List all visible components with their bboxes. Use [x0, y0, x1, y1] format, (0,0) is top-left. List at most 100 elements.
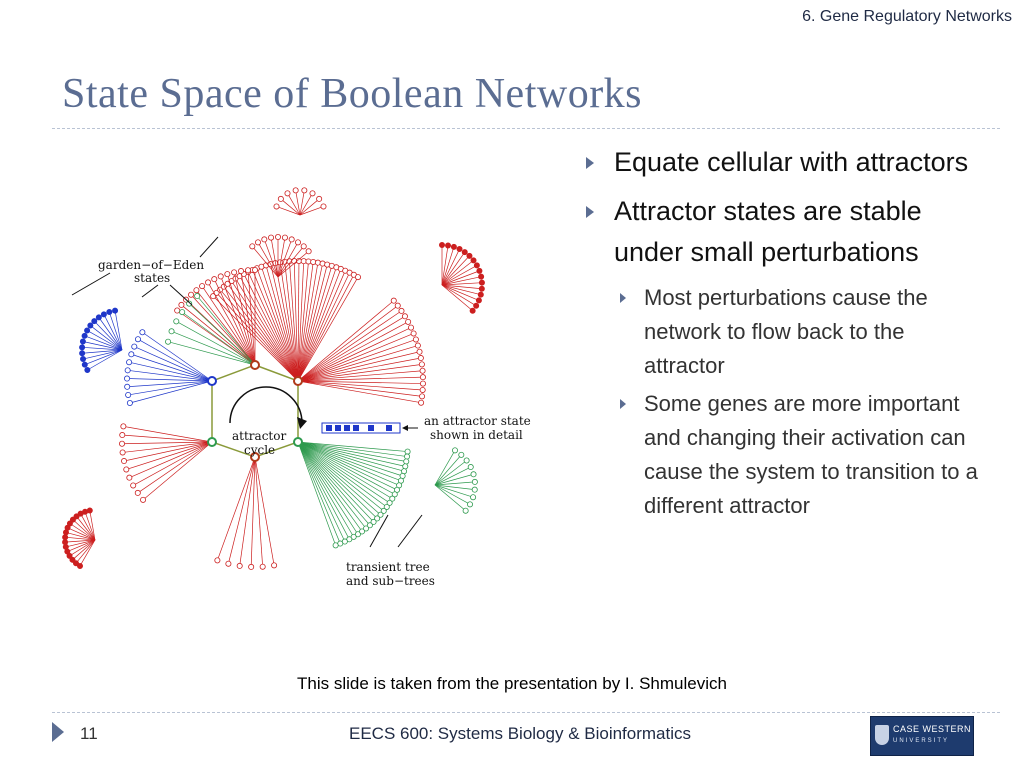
state-node	[134, 336, 141, 343]
transition-edge	[297, 441, 378, 519]
state-node	[231, 269, 238, 276]
transition-edge	[434, 484, 475, 490]
state-node	[119, 432, 126, 439]
transition-edge	[297, 441, 403, 477]
state-node	[469, 307, 476, 314]
state-node	[95, 314, 102, 321]
transition-edge	[434, 460, 467, 486]
transition-edge	[82, 346, 123, 351]
state-node	[84, 366, 91, 373]
state-node	[124, 367, 131, 374]
state-node	[402, 463, 409, 470]
transition-edge	[297, 441, 381, 516]
transition-edge	[82, 341, 123, 351]
state-node	[69, 516, 76, 523]
state-node	[305, 248, 312, 255]
transition-edge	[297, 310, 402, 382]
transition-edge	[299, 206, 324, 216]
transition-edge	[98, 317, 123, 351]
transition-edge	[297, 264, 328, 382]
state-node	[236, 562, 243, 569]
transition-edge	[441, 284, 473, 311]
state-node	[467, 464, 474, 471]
state-node	[284, 190, 291, 197]
transition-edge	[280, 198, 301, 216]
state-node	[178, 301, 185, 308]
transition-edge	[201, 285, 256, 366]
transition-edge	[297, 441, 371, 526]
transition-edge	[227, 283, 299, 382]
state-node	[261, 236, 268, 243]
transition-edge	[277, 246, 304, 278]
state-space-diagram: garden−of−Eden states attractor cycle an…	[50, 185, 550, 610]
footer-divider	[52, 712, 1000, 713]
transition-edge	[103, 314, 123, 351]
state-node	[419, 393, 426, 400]
transition-edge	[297, 376, 423, 382]
transition-edge	[284, 261, 299, 382]
state-node	[292, 187, 299, 194]
transition-edge	[299, 190, 305, 216]
state-node	[134, 489, 141, 496]
bullet-text: Attractor states are stable under small …	[614, 196, 922, 267]
state-node	[363, 525, 370, 532]
transition-edge	[94, 320, 123, 351]
state-node	[62, 534, 69, 541]
transient-tree-label-line2: and sub−trees	[346, 574, 435, 588]
transition-edge	[441, 276, 482, 286]
transition-edge	[171, 330, 256, 366]
transition-edge	[86, 330, 123, 351]
transition-edge	[265, 265, 299, 382]
state-node	[273, 203, 280, 210]
garden-of-eden-label-line1: garden−of−Eden	[98, 258, 204, 272]
transition-edge	[441, 265, 478, 286]
logo-text-line1: CASE WESTERN RESERVE	[893, 724, 1021, 734]
transition-edge	[441, 248, 460, 286]
state-node	[288, 236, 295, 243]
state-node	[401, 313, 408, 320]
state-node	[477, 291, 484, 298]
transition-edge	[297, 441, 390, 504]
state-node	[193, 287, 200, 294]
state-node	[205, 279, 212, 286]
state-node	[238, 268, 245, 275]
transition-edge	[69, 539, 96, 557]
figure-labels: garden−of−Eden states attractor cycle an…	[71, 236, 531, 588]
transition-edge	[131, 353, 213, 382]
transition-edge	[274, 263, 299, 382]
state-node	[140, 496, 147, 503]
state-node	[380, 507, 387, 514]
state-node	[81, 332, 88, 339]
state-node	[467, 501, 474, 508]
transition-edge	[297, 357, 421, 382]
state-node	[112, 307, 119, 314]
state-node	[332, 542, 339, 549]
transition-edge	[434, 454, 462, 486]
state-node	[389, 495, 396, 502]
transition-edge	[123, 441, 213, 462]
state-node	[418, 361, 425, 368]
transition-edge	[122, 441, 213, 453]
state-node	[120, 423, 127, 430]
transition-edge	[297, 441, 341, 544]
transition-edge	[216, 292, 299, 382]
state-node	[354, 274, 361, 281]
sub-bullet-text: Most perturbations cause the network to …	[644, 285, 928, 378]
transition-edge	[247, 270, 256, 366]
university-logo: CASE WESTERN RESERVE UNIVERSITY	[870, 716, 1020, 756]
transition-edge	[82, 349, 123, 360]
attractor-detail-box	[321, 422, 418, 434]
state-node	[281, 234, 288, 241]
transition-edge	[188, 303, 256, 366]
transition-edge	[297, 265, 333, 382]
state-node	[124, 375, 131, 382]
state-node	[391, 491, 398, 498]
sub-bullet-item: Some genes are more important and changi…	[580, 387, 980, 523]
transition-edge	[76, 516, 96, 541]
attractor-state-node	[293, 437, 303, 447]
state-node	[79, 350, 86, 357]
transition-edge	[89, 510, 96, 541]
state-node	[86, 507, 93, 514]
transition-edge	[289, 261, 299, 382]
state-node	[466, 252, 473, 259]
